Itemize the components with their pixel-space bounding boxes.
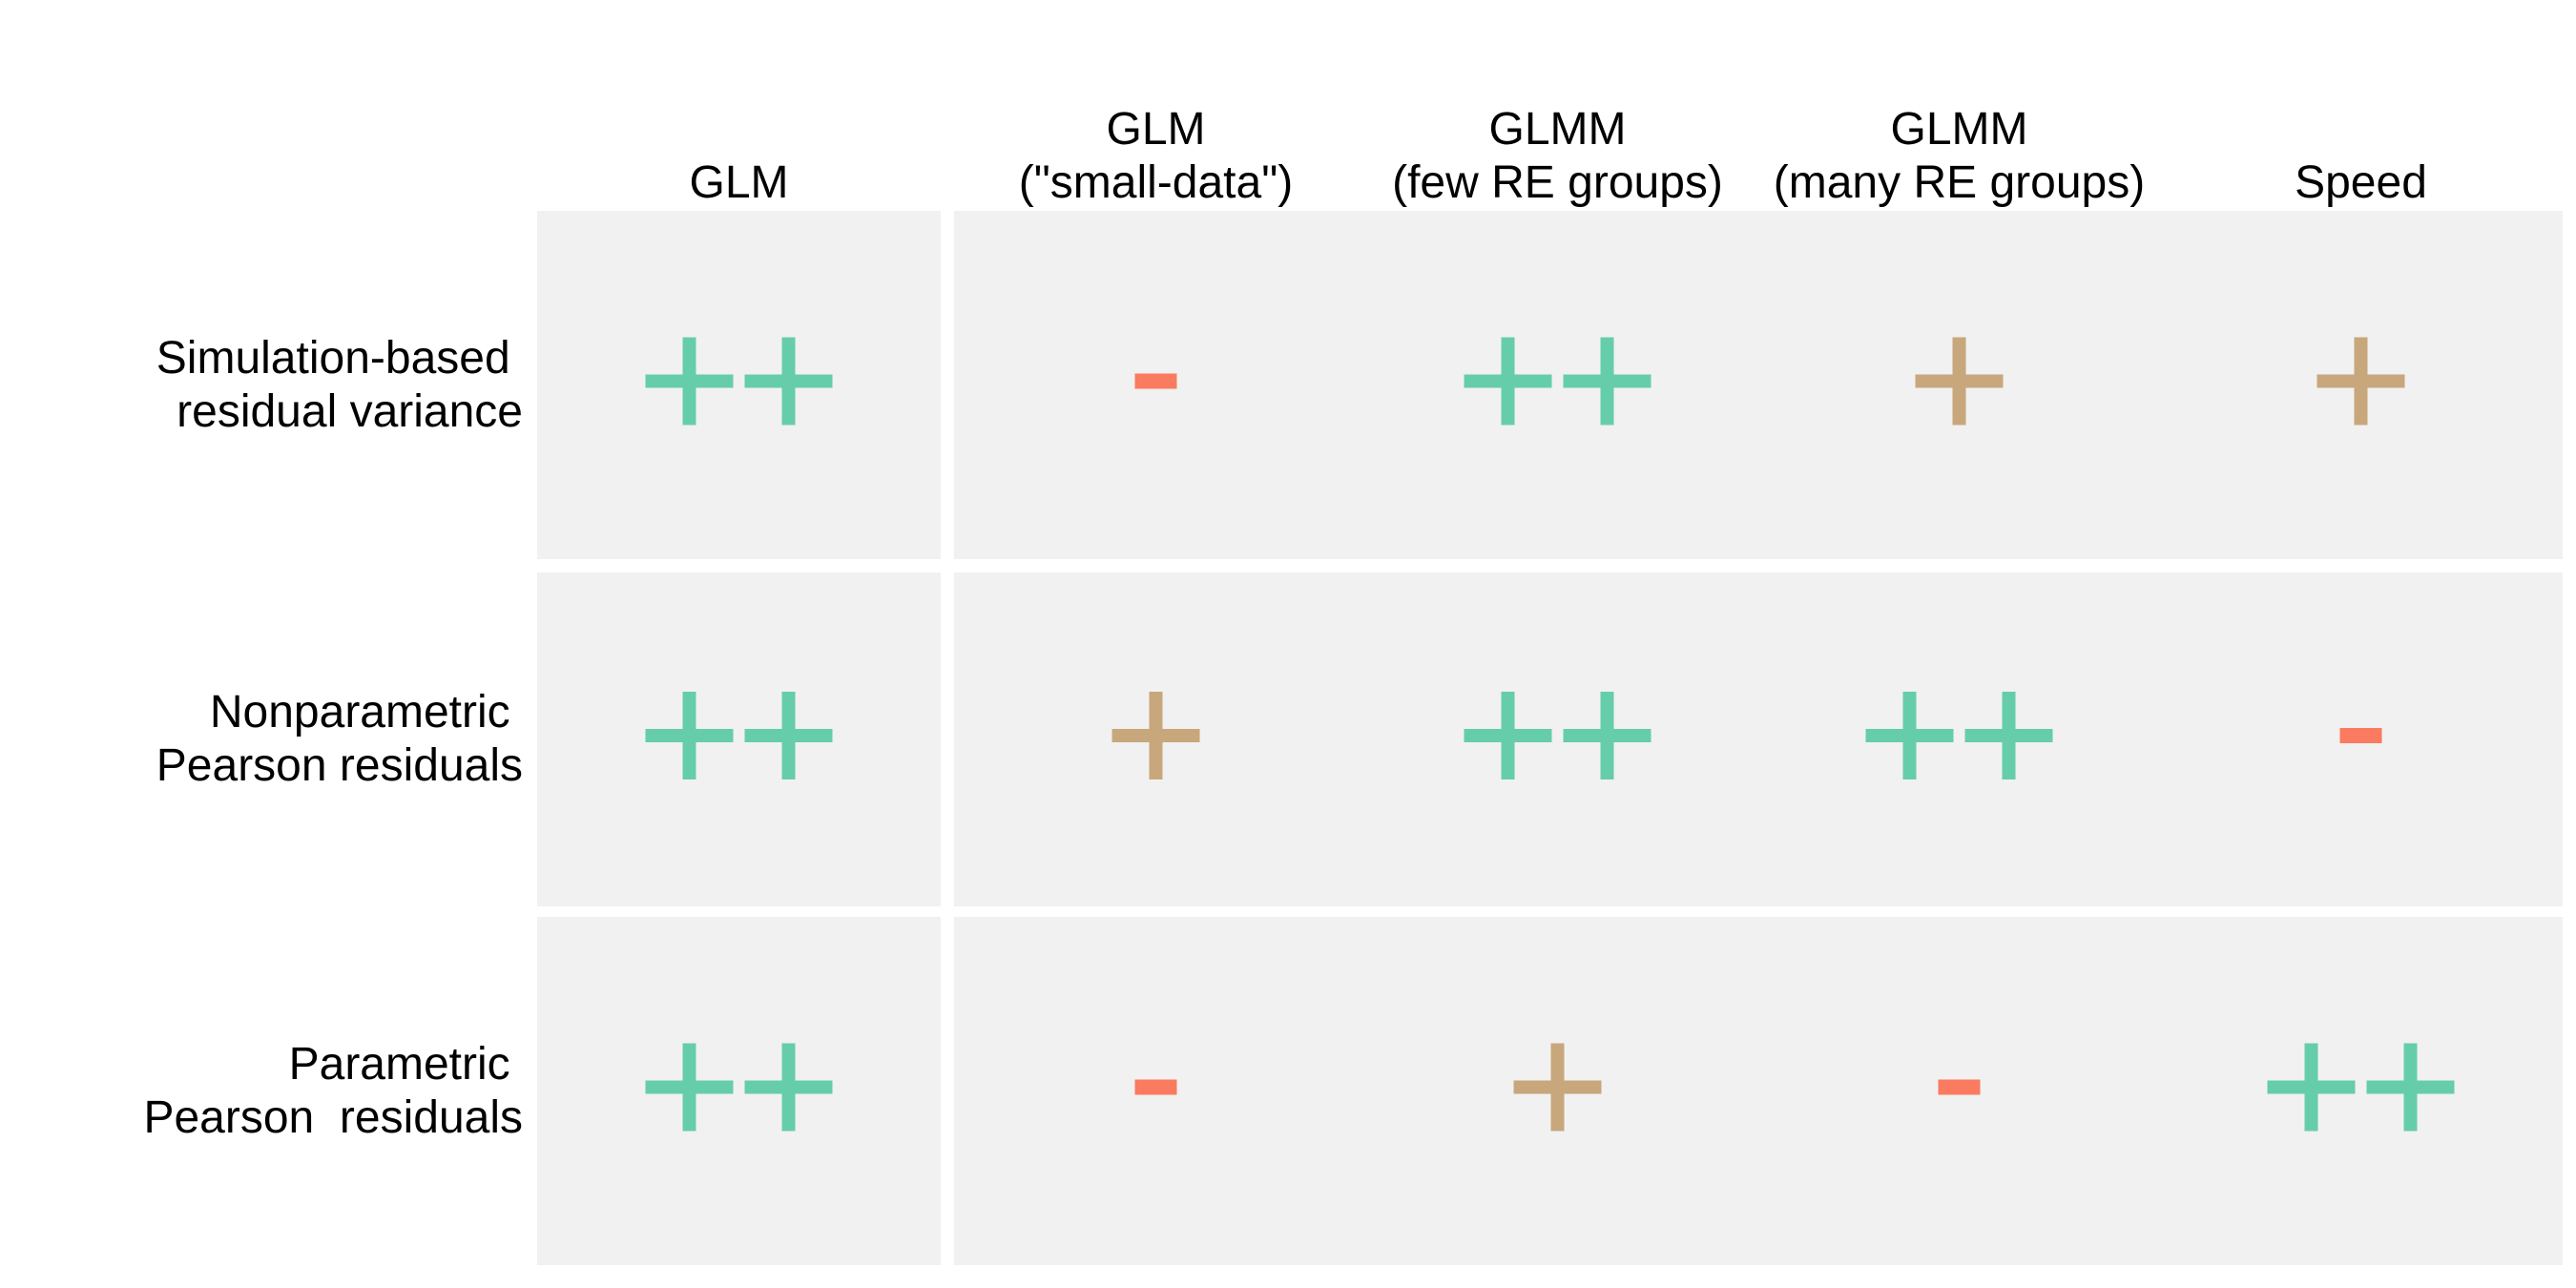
rating-cell — [1757, 572, 2161, 906]
rating-double-plus-mark — [645, 337, 833, 426]
rating-cell — [537, 917, 941, 1265]
row-label-parametric-pearson-residuals: Parametric Pearson residuals — [143, 1038, 523, 1143]
rating-plus-mark — [1111, 692, 1200, 779]
rating-plus-mark — [2316, 337, 2405, 426]
rating-minus-mark — [1134, 1079, 1177, 1095]
column-header-glmm-few-re-groups: GLMM (few RE groups) — [1392, 104, 1723, 208]
rating-minus-mark — [1938, 1079, 1981, 1095]
rating-cell — [537, 211, 941, 559]
rating-double-plus-mark — [645, 1043, 833, 1132]
rating-double-plus-mark — [1865, 692, 2053, 779]
rating-minus-mark — [2339, 728, 2382, 743]
rating-cell — [2159, 211, 2563, 559]
rating-cell — [954, 572, 1358, 906]
column-header-glm-small-data: GLM ("small-data") — [1018, 104, 1294, 208]
rating-cell — [954, 917, 1358, 1265]
rating-cell — [954, 211, 1358, 559]
rating-double-plus-mark — [645, 692, 833, 779]
rating-cell — [537, 572, 941, 906]
rating-cell — [1356, 211, 1759, 559]
rating-cell — [2159, 572, 2563, 906]
rating-minus-mark — [1134, 373, 1177, 389]
column-header-glm: GLM — [689, 157, 789, 208]
column-header-speed: Speed — [2295, 157, 2427, 208]
rating-cell — [1356, 572, 1759, 906]
rating-cell — [1356, 917, 1759, 1265]
rating-cell — [1757, 917, 2161, 1265]
rating-plus-mark — [1915, 337, 2004, 426]
rating-cell — [1757, 211, 2161, 559]
rating-plus-mark — [1513, 1043, 1602, 1132]
column-header-glmm-many-re-groups: GLMM (many RE groups) — [1773, 104, 2146, 208]
rating-double-plus-mark — [1464, 337, 1652, 426]
rating-double-plus-mark — [2267, 1043, 2455, 1132]
row-label-nonparametric-pearson-residuals: Nonparametric Pearson residuals — [156, 687, 523, 791]
rating-cell — [2159, 917, 2563, 1265]
rating-double-plus-mark — [1464, 692, 1652, 779]
row-label-simulation-based-residual-variance: Simulation-based residual variance — [156, 332, 523, 437]
